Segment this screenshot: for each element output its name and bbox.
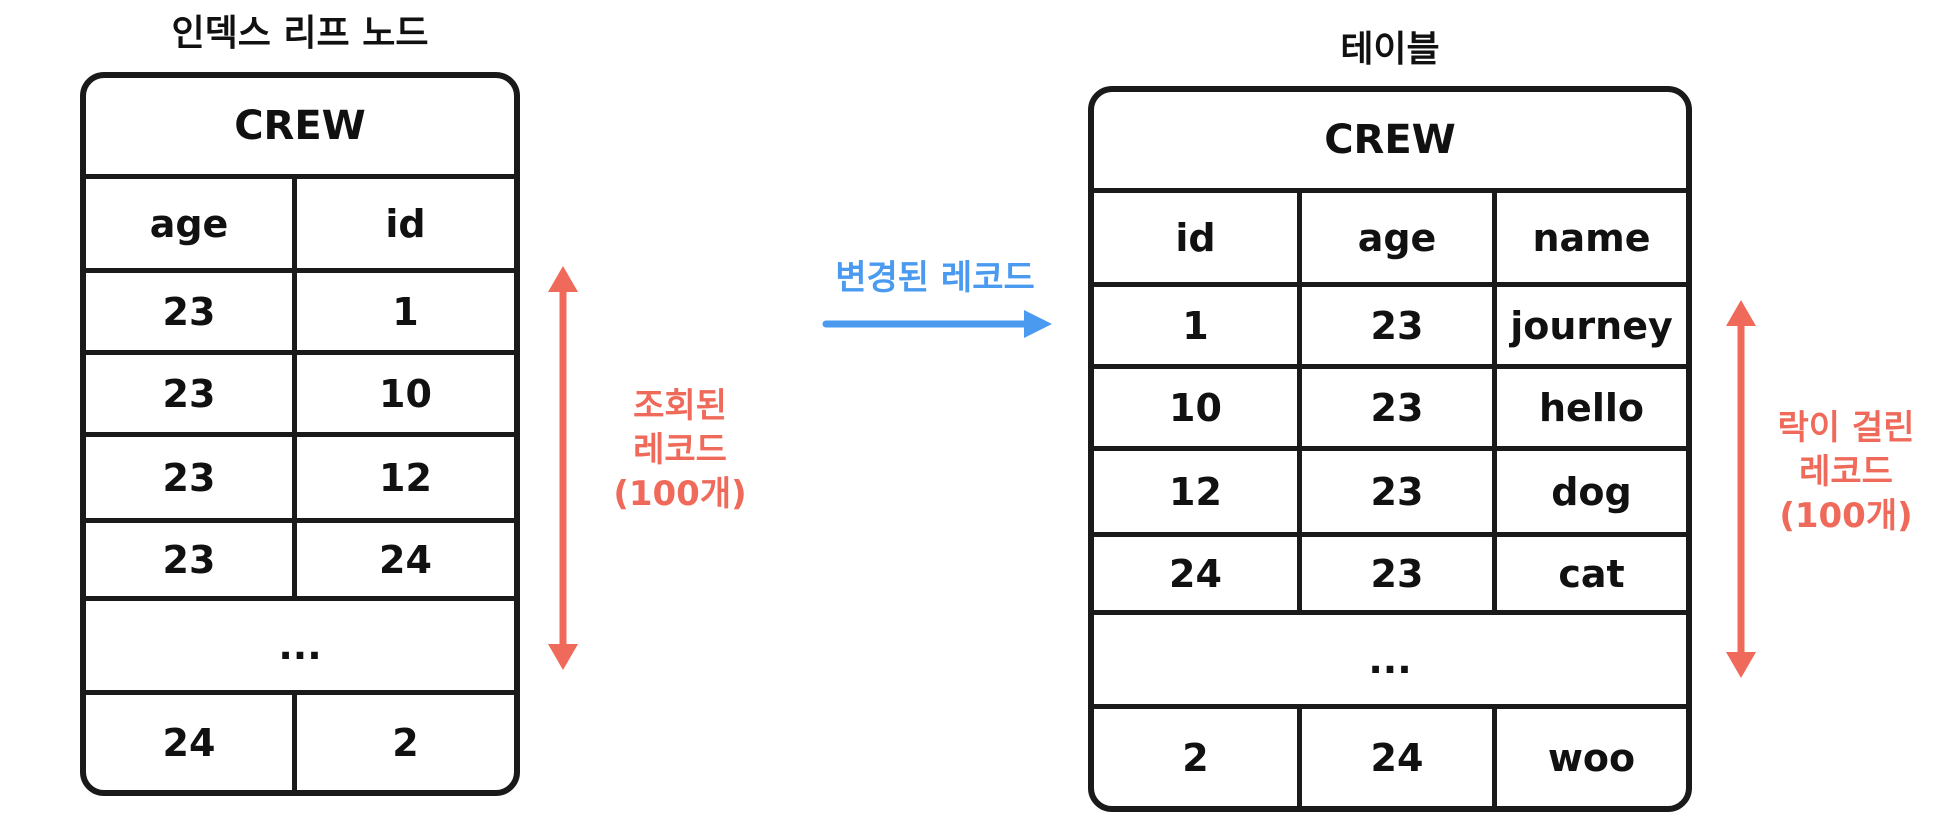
data-last-row-age: 24 — [1297, 704, 1492, 806]
locked-label-line-1: 락이 걸린 — [1777, 408, 1915, 448]
index-row-3-age: 23 — [86, 432, 292, 518]
index-header-age: age — [86, 174, 292, 268]
data-row-2-id: 10 — [1094, 364, 1297, 446]
data-row-2-name: hello — [1492, 364, 1686, 446]
table-heading: 테이블 — [1340, 29, 1440, 70]
data-row-1-id: 1 — [1094, 282, 1297, 364]
locked-label-line-2: 레코드 — [1799, 452, 1893, 492]
data-row-3-id: 12 — [1094, 446, 1297, 532]
data-row-2-age: 23 — [1297, 364, 1492, 446]
locked-records-label: 락이 걸린 레코드 (100개) — [1758, 406, 1934, 538]
index-last-row-id: 2 — [292, 690, 514, 790]
data-header-age: age — [1297, 188, 1492, 282]
changed-records-label: 변경된 레코드 — [835, 258, 1035, 298]
data-row-1-name: journey — [1492, 282, 1686, 364]
data-last-row-name: woo — [1492, 704, 1686, 806]
data-row-3-age: 23 — [1297, 446, 1492, 532]
index-row-1-age: 23 — [86, 268, 292, 350]
index-leaf-table: CREW age id 23 1 23 10 23 12 23 24 ... 2… — [80, 72, 520, 796]
data-table-name: CREW — [1324, 117, 1456, 163]
data-header-name: name — [1492, 188, 1686, 282]
data-ellipsis-row: ... — [1094, 610, 1686, 704]
index-row-3-id: 12 — [292, 432, 514, 518]
queried-label-line-3: (100개) — [613, 474, 747, 514]
index-table-name: CREW — [234, 103, 366, 149]
index-heading: 인덱스 리프 노드 — [171, 13, 429, 54]
locked-range-arrow — [1726, 300, 1756, 678]
data-row-4-age: 23 — [1297, 532, 1492, 610]
changed-records-arrow — [822, 310, 1052, 338]
queried-label-line-2: 레코드 — [633, 430, 727, 470]
data-table: CREW id age name 1 23 journey 10 23 hell… — [1088, 86, 1692, 812]
data-row-4-name: cat — [1492, 532, 1686, 610]
queried-records-label: 조회된 레코드 (100개) — [600, 384, 760, 516]
queried-label-line-1: 조회된 — [633, 386, 727, 426]
index-row-4-id: 24 — [292, 518, 514, 596]
index-row-2-age: 23 — [86, 350, 292, 432]
data-row-4-id: 24 — [1094, 532, 1297, 610]
index-row-2-id: 10 — [292, 350, 514, 432]
data-row-3-name: dog — [1492, 446, 1686, 532]
index-header-id: id — [292, 174, 514, 268]
queried-range-arrow — [548, 266, 578, 670]
locked-label-line-3: (100개) — [1779, 496, 1913, 536]
data-last-row-id: 2 — [1094, 704, 1297, 806]
index-row-1-id: 1 — [292, 268, 514, 350]
data-row-1-age: 23 — [1297, 282, 1492, 364]
data-header-id: id — [1094, 188, 1297, 282]
index-last-row-age: 24 — [86, 690, 292, 790]
index-row-4-age: 23 — [86, 518, 292, 596]
index-ellipsis-row: ... — [86, 596, 514, 690]
